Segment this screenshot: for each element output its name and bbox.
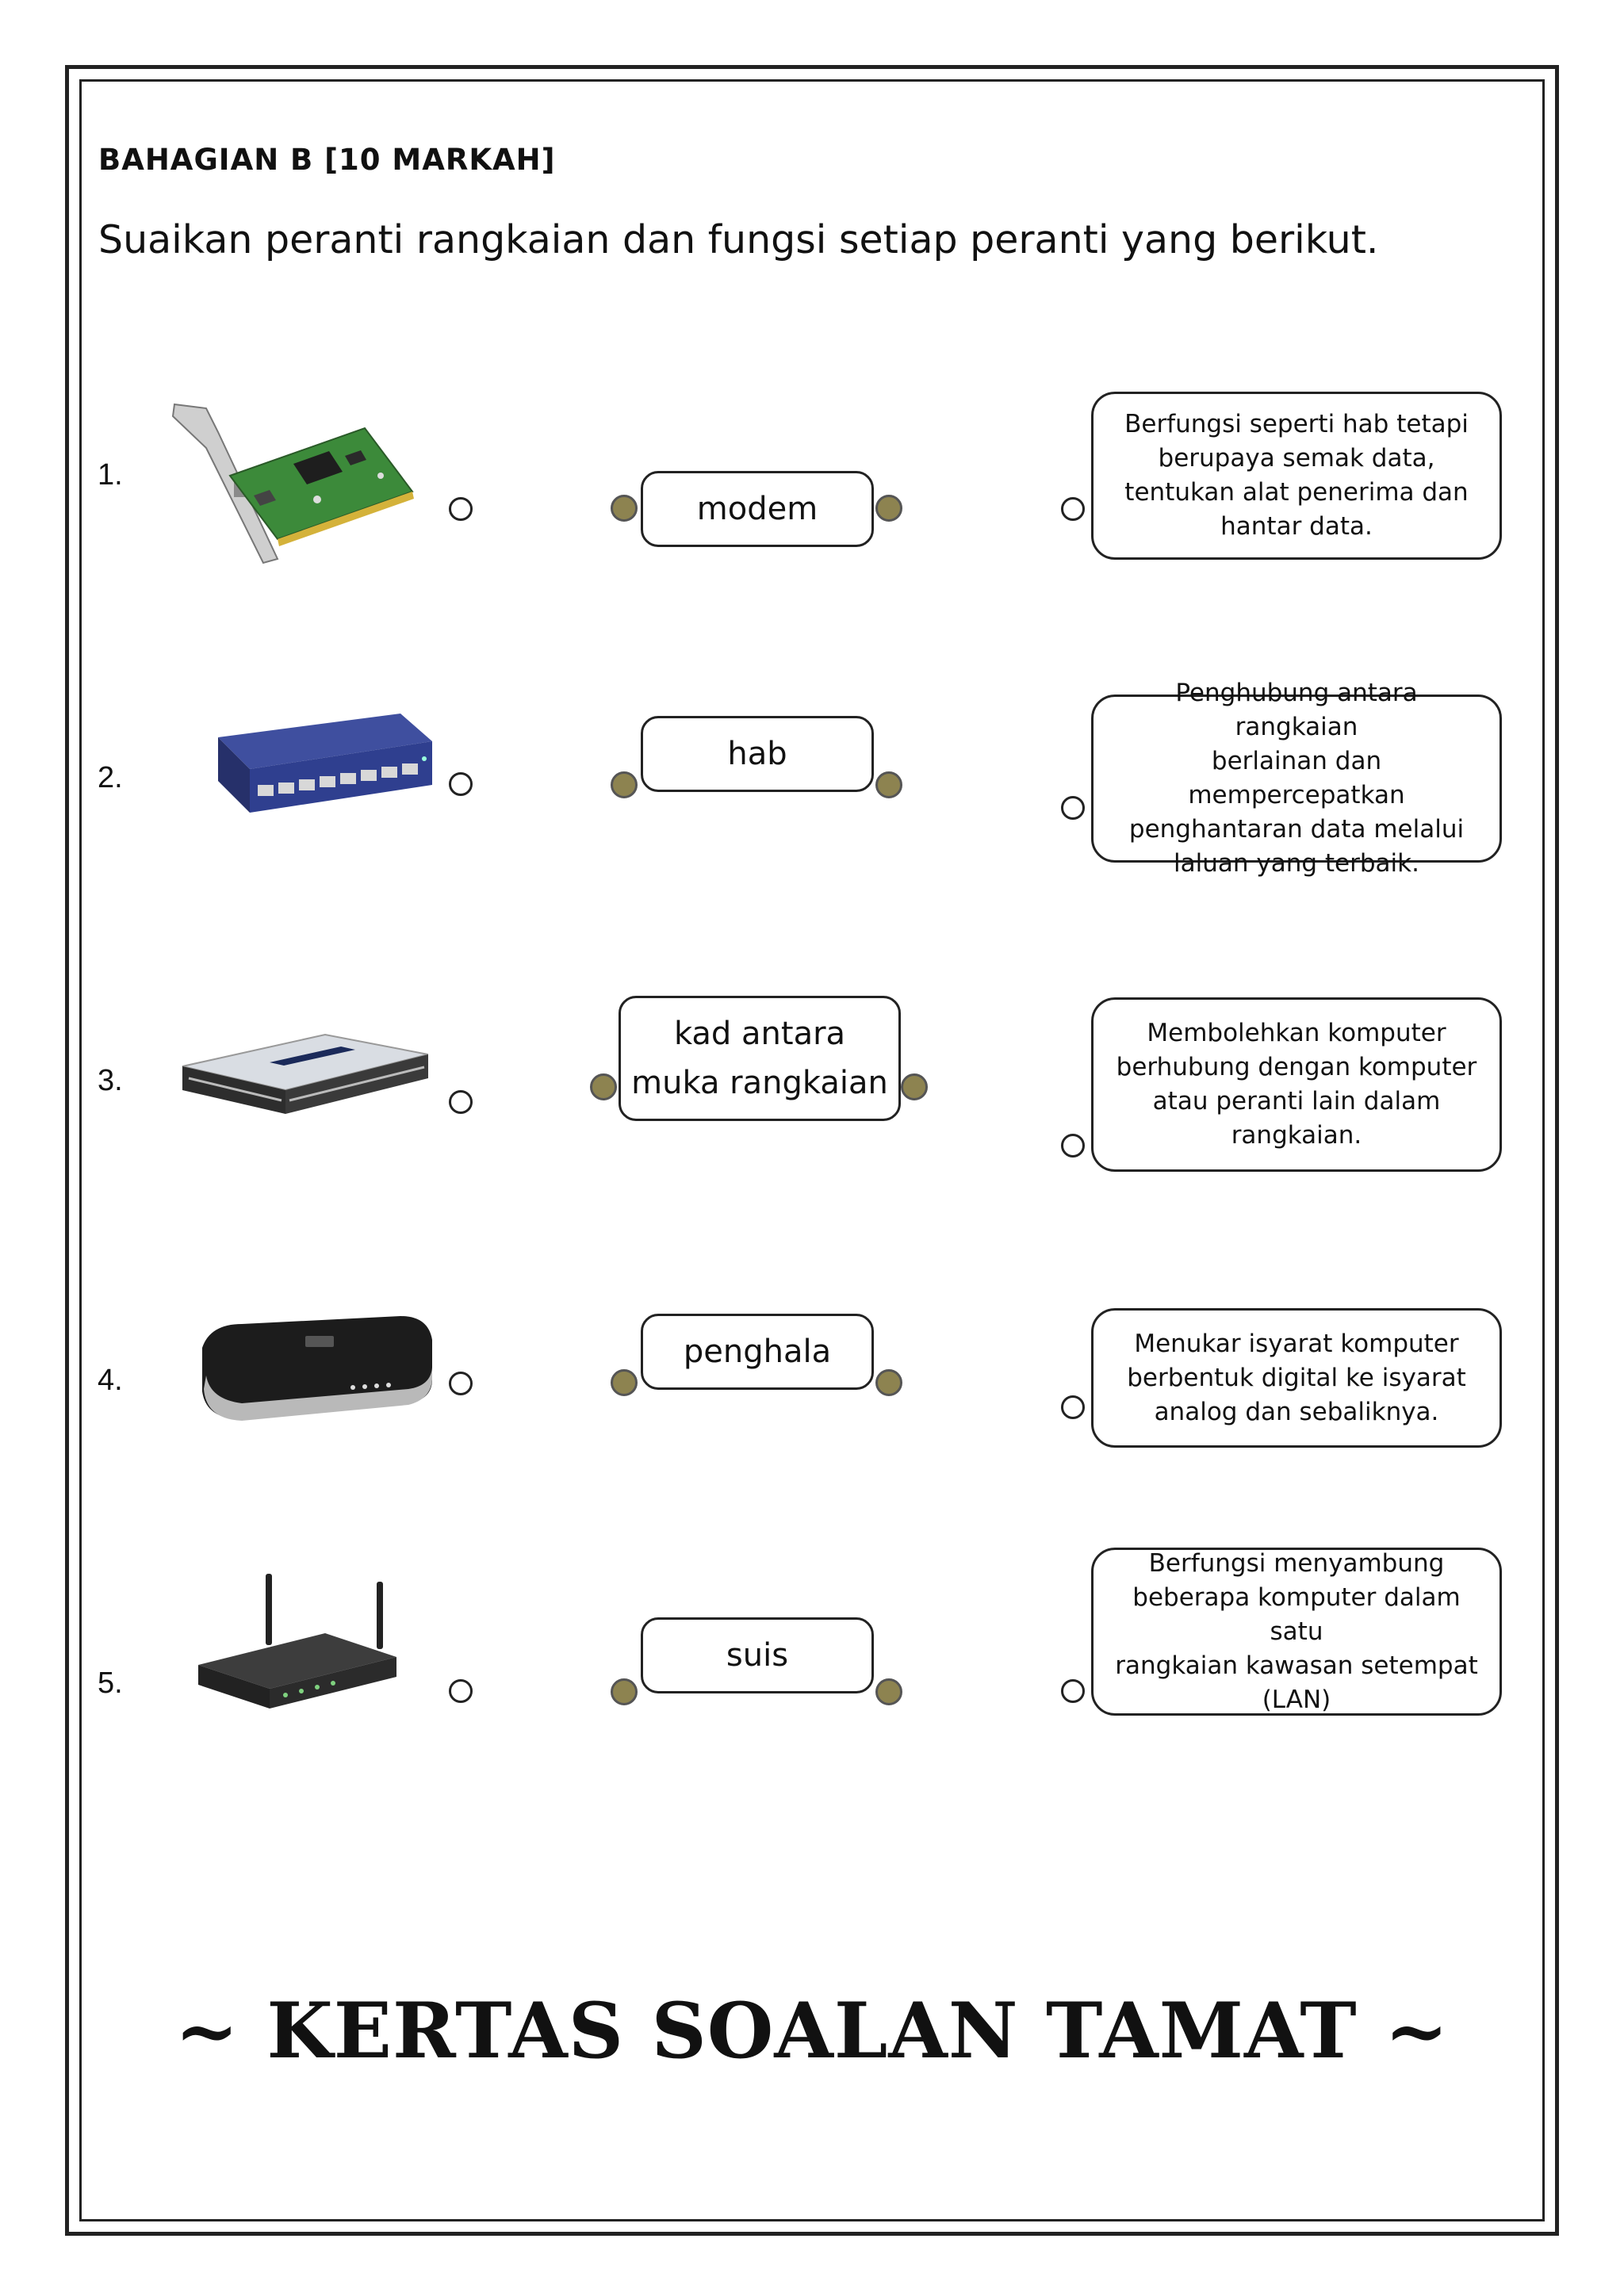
row-number-1: 1. [98,458,123,492]
definition-text-3: Membolehkan komputer berhubung dengan ko… [1116,1019,1477,1150]
term-right-dot-2[interactable] [875,771,902,798]
term-label-2: hab [727,736,787,772]
rack-switch-image [182,1033,428,1114]
definition-box-1: Berfungsi seperti hab tetapi berupaya se… [1091,392,1502,560]
device-connector-dot-1[interactable] [449,497,473,521]
term-box-1: modem [641,471,874,547]
section-title: BAHAGIAN B [10 MARKAH] [98,143,556,177]
definition-text-4: Menukar isyarat komputer berbentuk digit… [1127,1329,1466,1426]
definition-box-3: Membolehkan komputer berhubung dengan ko… [1091,997,1502,1172]
device-connector-dot-4[interactable] [449,1372,473,1395]
page-frame-inner [79,79,1545,2221]
row-number-2: 2. [98,761,123,794]
row-number-4: 4. [98,1364,123,1397]
instruction-text: Suaikan peranti rangkaian dan fungsi set… [98,217,1379,262]
definition-connector-dot-5[interactable] [1061,1679,1085,1703]
definition-connector-dot-3[interactable] [1061,1134,1085,1158]
term-left-dot-1[interactable] [611,495,638,522]
term-right-dot-3[interactable] [901,1073,928,1100]
definition-box-4: Menukar isyarat komputer berbentuk digit… [1091,1308,1502,1448]
definition-box-5: Berfungsi menyambung beberapa komputer d… [1091,1548,1502,1716]
term-box-3: kad antara muka rangkaian [619,996,901,1121]
term-left-dot-5[interactable] [611,1678,638,1705]
closing-banner: ~ KERTAS SOALAN TAMAT ~ [174,1986,1450,2076]
row-number-3: 3. [98,1064,123,1097]
definition-text-2: Penghubung antara rangkaian berlainan da… [1128,679,1465,878]
term-right-dot-1[interactable] [875,495,902,522]
definition-text-5: Berfungsi menyambung beberapa komputer d… [1115,1548,1478,1714]
term-left-dot-2[interactable] [611,771,638,798]
network-interface-card-image [171,403,414,564]
definition-connector-dot-2[interactable] [1061,796,1085,820]
term-box-5: suis [641,1617,874,1693]
term-label-3: kad antara muka rangkaian [631,1016,888,1101]
definition-box-2: Penghubung antara rangkaian berlainan da… [1091,679,1502,878]
page-frame-outer [65,65,1559,2236]
device-connector-dot-5[interactable] [449,1679,473,1703]
term-right-dot-5[interactable] [875,1678,902,1705]
device-connector-dot-2[interactable] [449,772,473,796]
term-label-1: modem [696,491,818,527]
black-router-image [202,1316,432,1421]
blue-network-switch-image [218,714,432,813]
term-left-dot-4[interactable] [611,1369,638,1396]
term-label-4: penghala [683,1334,832,1370]
definition-connector-dot-4[interactable] [1061,1395,1085,1419]
term-box-4: penghala [641,1314,874,1390]
definition-text-1: Berfungsi seperti hab tetapi berupaya se… [1124,410,1469,541]
term-right-dot-4[interactable] [875,1369,902,1396]
wireless-router-image [198,1574,396,1709]
definition-connector-dot-1[interactable] [1061,497,1085,521]
term-left-dot-3[interactable] [590,1073,617,1100]
device-connector-dot-3[interactable] [449,1090,473,1114]
row-number-5: 5. [98,1667,123,1700]
term-box-2: hab [641,716,874,792]
term-label-5: suis [726,1637,789,1674]
